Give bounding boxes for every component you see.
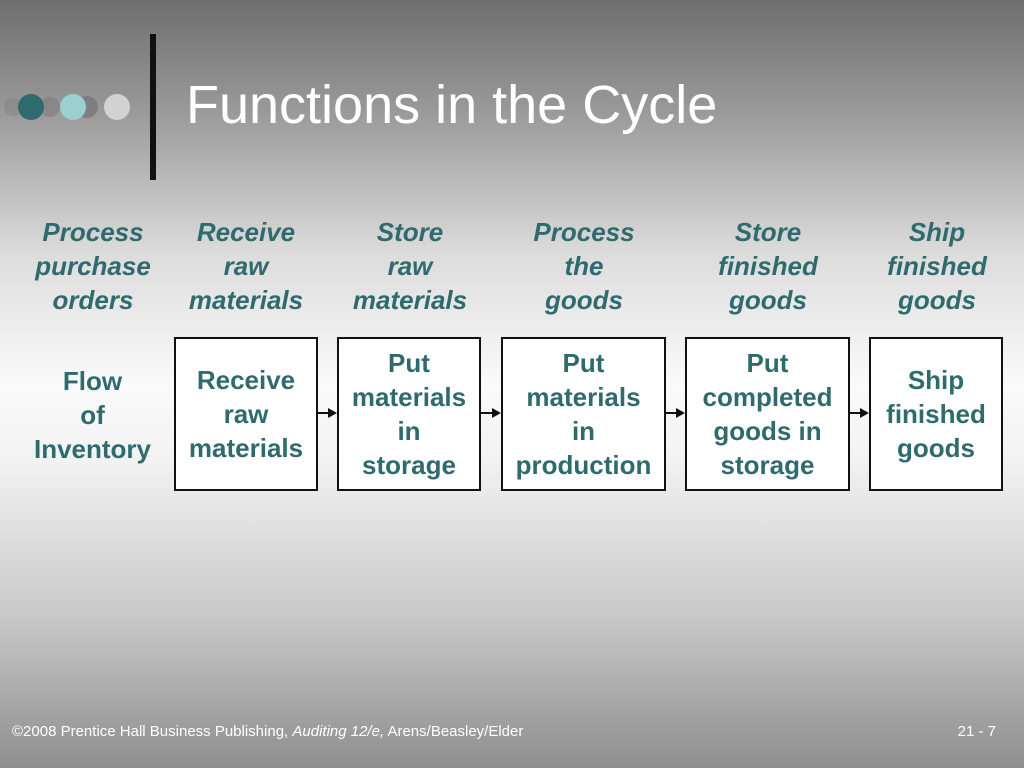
decor-dot-dark-teal	[18, 94, 44, 120]
arrow-right-icon	[666, 408, 685, 418]
flow-box-completed-storage-text: Put completed goods in storage	[702, 348, 833, 480]
footer-authors: Arens/Beasley/Elder	[384, 723, 524, 740]
flow-box-production: Put materials in production	[501, 337, 666, 491]
flow-box-storage: Put materials in storage	[337, 337, 481, 491]
slide-title: Functions in the Cycle	[186, 75, 718, 135]
flow-box-ship-text: Ship finished goods	[886, 365, 986, 463]
flow-box-receive: Receive raw materials	[174, 337, 318, 491]
flow-box-production-text: Put materials in production	[515, 348, 652, 480]
flow-box-ship: Ship finished goods	[869, 337, 1003, 491]
decor-dot-faded-1	[4, 98, 22, 116]
heading-store-raw-materials: Store raw materials	[352, 217, 468, 315]
heading-process-purchase-orders: Process purchase orders	[35, 217, 151, 315]
flow-of-inventory-label: Flow of Inventory	[33, 366, 152, 464]
footer-book-title: Auditing 12/e,	[292, 723, 385, 740]
footer-citation: ©2008 Prentice Hall Business Publishing,…	[12, 723, 523, 740]
footer-copyright: ©2008 Prentice Hall Business Publishing,	[12, 723, 293, 740]
decor-dot-light-teal	[60, 94, 86, 120]
title-divider	[150, 34, 156, 180]
decor-dot-faded-2	[40, 97, 60, 117]
arrow-right-icon	[481, 408, 501, 418]
arrow-right-icon	[318, 408, 337, 418]
heading-receive-raw-materials: Receive raw materials	[188, 217, 304, 315]
heading-store-finished-goods: Store finished goods	[718, 217, 818, 315]
decor-dot-gray	[104, 94, 130, 120]
heading-ship-finished-goods: Ship finished goods	[887, 217, 987, 315]
flow-box-storage-text: Put materials in storage	[351, 348, 467, 480]
heading-process-the-goods: Process the goods	[533, 217, 635, 315]
arrow-right-icon	[850, 408, 869, 418]
flow-box-completed-storage: Put completed goods in storage	[685, 337, 850, 491]
page-number: 21 - 7	[957, 723, 996, 740]
flow-box-receive-text: Receive raw materials	[188, 365, 304, 463]
